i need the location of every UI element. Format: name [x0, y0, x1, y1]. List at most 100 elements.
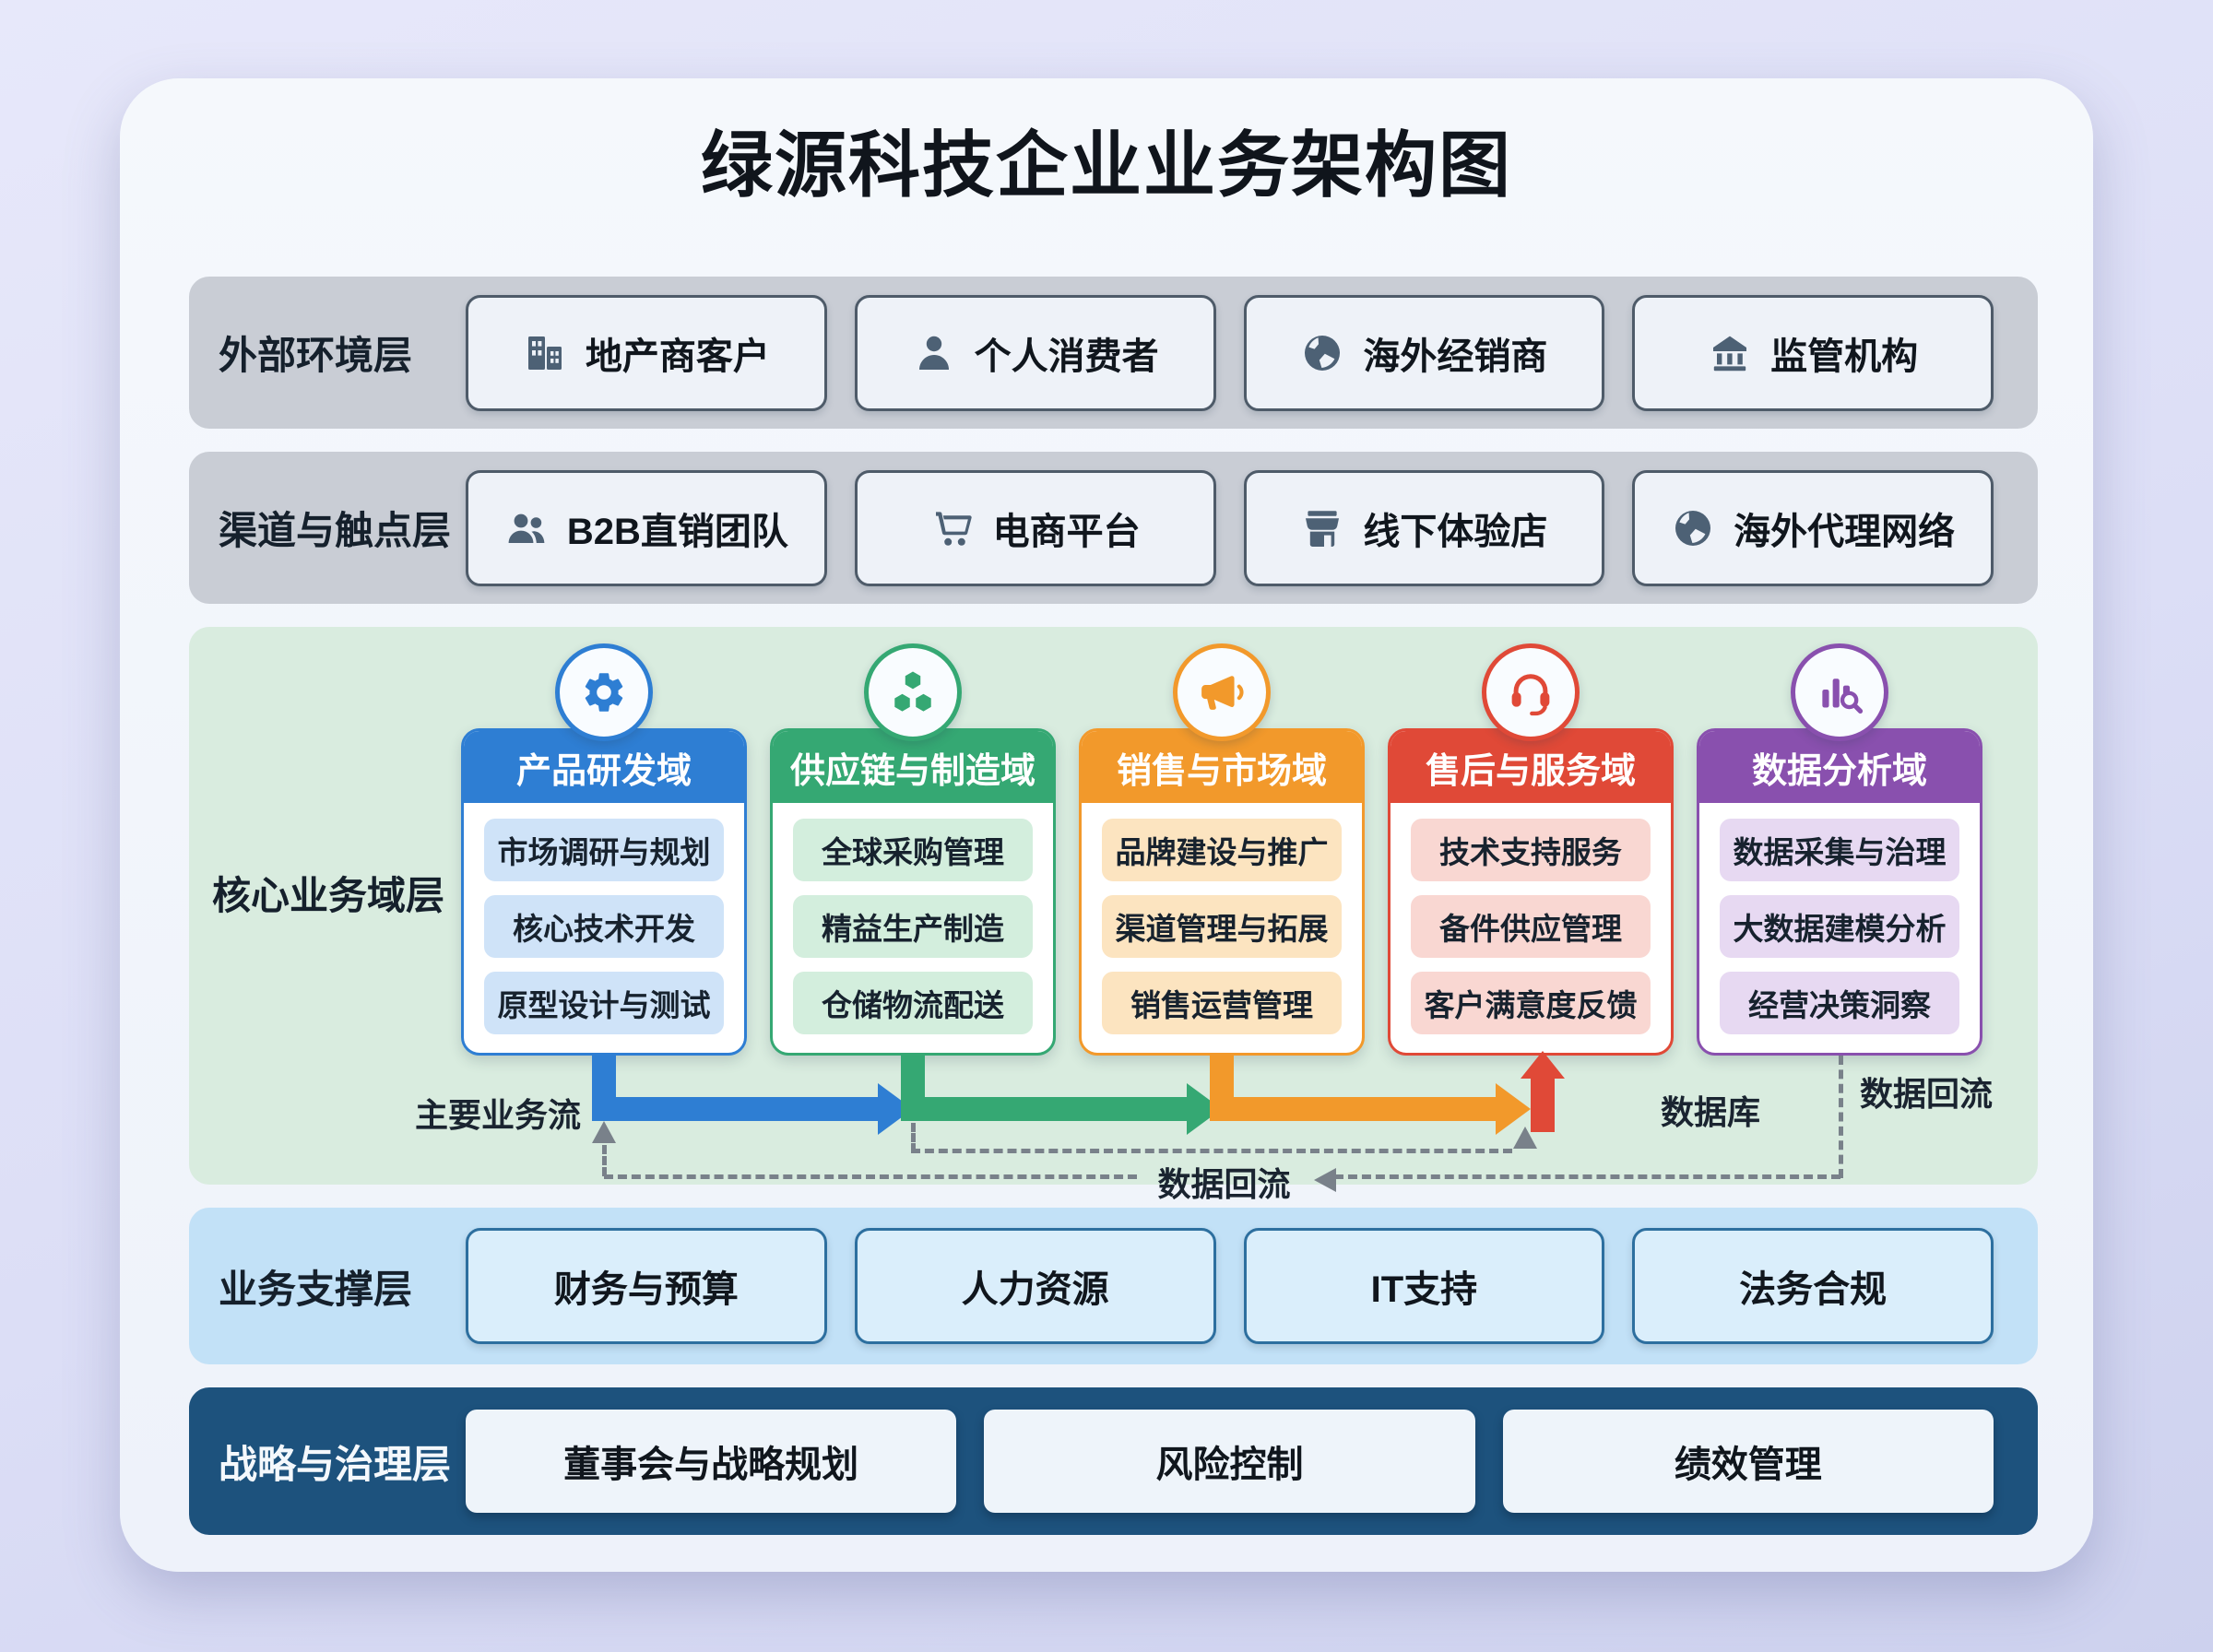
- layer-business-support: 业务支撑层 财务与预算 人力资源 IT支持 法务合规: [189, 1208, 2038, 1364]
- node-legal-compliance[interactable]: 法务合规: [1632, 1228, 1994, 1344]
- node-regulators[interactable]: 监管机构: [1632, 294, 1994, 411]
- domain-after-sales-service: 售后与服务域 技术支持服务 备件供应管理 客户满意度反馈: [1388, 627, 1674, 1185]
- domain-item[interactable]: 仓储物流配送: [793, 972, 1033, 1034]
- domain-item[interactable]: 大数据建模分析: [1720, 895, 1959, 958]
- domain-title: 售后与服务域: [1391, 731, 1671, 803]
- dashed-backflow-vertical-left: [602, 1145, 607, 1176]
- domain-item[interactable]: 销售运营管理: [1102, 972, 1342, 1034]
- node-risk-control[interactable]: 风险控制: [984, 1410, 1475, 1513]
- building-icon: [523, 331, 567, 375]
- layer-strategy-label: 战略与治理层: [219, 1442, 452, 1486]
- layer-strategy-items: 董事会与战略规划 风险控制 绩效管理: [466, 1410, 2038, 1513]
- dashed-up-arrowhead-database: [1513, 1127, 1537, 1149]
- people-icon: [504, 506, 549, 550]
- domain-item[interactable]: 原型设计与测试: [484, 972, 724, 1034]
- node-overseas-agent-network[interactable]: 海外代理网络: [1632, 469, 1994, 586]
- bank-icon: [1708, 331, 1752, 375]
- storefront-icon: [1300, 506, 1344, 550]
- node-finance-budget[interactable]: 财务与预算: [466, 1228, 827, 1344]
- chart-search-icon: [1791, 643, 1888, 741]
- main-flow-arrow-blue-horizontal: [592, 1097, 878, 1121]
- globe-icon: [1300, 331, 1344, 375]
- node-overseas-distributors[interactable]: 海外经销商: [1243, 294, 1605, 411]
- main-flow-arrow-green-horizontal: [901, 1097, 1187, 1121]
- layer-external-environment: 外部环境层 地产商客户 个人消费者 海外经销商 监管机构: [189, 277, 2038, 429]
- node-offline-experience-store[interactable]: 线下体验店: [1243, 469, 1605, 586]
- node-performance-management[interactable]: 绩效管理: [1502, 1410, 1994, 1513]
- cart-icon: [930, 506, 975, 550]
- red-up-arrowhead: [1521, 1051, 1565, 1079]
- red-up-arrow-shaft: [1531, 1079, 1555, 1132]
- node-label: 法务合规: [1739, 1269, 1888, 1310]
- boxes-icon: [864, 643, 962, 741]
- node-label: 海外经销商: [1363, 336, 1548, 377]
- domain-product-rd-card[interactable]: 产品研发域 市场调研与规划 核心技术开发 原型设计与测试: [461, 728, 747, 1056]
- domain-data-analytics-card[interactable]: 数据分析域 数据采集与治理 大数据建模分析 经营决策洞察: [1697, 728, 1982, 1056]
- node-label: 电商平台: [992, 511, 1141, 552]
- dashed-backflow-line-right: [1334, 1174, 1840, 1179]
- globe-icon: [1671, 506, 1715, 550]
- domain-item[interactable]: 核心技术开发: [484, 895, 724, 958]
- layer-channel-touchpoint: 渠道与触点层 B2B直销团队 电商平台 线下体验店 海外代理网络: [189, 452, 2038, 604]
- layer-support-label: 业务支撑层: [219, 1267, 413, 1311]
- domain-item[interactable]: 市场调研与规划: [484, 819, 724, 881]
- node-label: 海外代理网络: [1734, 511, 1956, 552]
- dashed-left-arrowhead-backflow: [1314, 1168, 1336, 1192]
- domain-item[interactable]: 全球采购管理: [793, 819, 1033, 881]
- domain-supply-chain-card[interactable]: 供应链与制造域 全球采购管理 精益生产制造 仓储物流配送: [770, 728, 1056, 1056]
- node-label: 地产商客户: [585, 336, 770, 377]
- node-label: 人力资源: [961, 1269, 1109, 1310]
- dashed-database-stub: [911, 1123, 916, 1152]
- node-label: 个人消费者: [974, 336, 1159, 377]
- domain-title: 供应链与制造域: [773, 731, 1053, 803]
- layer-support-items: 财务与预算 人力资源 IT支持 法务合规: [466, 1228, 2038, 1344]
- node-b2b-sales-team[interactable]: B2B直销团队: [466, 469, 827, 586]
- domain-item[interactable]: 精益生产制造: [793, 895, 1033, 958]
- domain-after-sales-card[interactable]: 售后与服务域 技术支持服务 备件供应管理 客户满意度反馈: [1388, 728, 1674, 1056]
- database-label: 数据库: [1660, 1093, 1760, 1131]
- node-label: B2B直销团队: [566, 511, 788, 552]
- layer-core-label: 核心业务域层: [212, 874, 445, 917]
- layer-core-business-domains: 核心业务域层 产品研发域 市场调研与规划 核心技术开发 原型设计与测试 供应链与…: [189, 627, 2038, 1203]
- person-icon: [912, 331, 956, 375]
- node-label: 风险控制: [1155, 1445, 1304, 1485]
- headset-icon: [1482, 643, 1580, 741]
- domain-items: 品牌建设与推广 渠道管理与拓展 销售运营管理: [1082, 803, 1362, 1034]
- domain-item[interactable]: 经营决策洞察: [1720, 972, 1959, 1034]
- layer-external-label: 外部环境层: [219, 334, 413, 377]
- domain-items: 技术支持服务 备件供应管理 客户满意度反馈: [1391, 803, 1671, 1034]
- megaphone-icon: [1173, 643, 1271, 741]
- node-label: 财务与预算: [553, 1269, 739, 1310]
- domain-title: 数据分析域: [1699, 731, 1980, 803]
- dashed-database-line: [911, 1149, 1512, 1153]
- domain-item[interactable]: 品牌建设与推广: [1102, 819, 1342, 881]
- node-it-support[interactable]: IT支持: [1243, 1228, 1605, 1344]
- node-realestate-clients[interactable]: 地产商客户: [466, 294, 827, 411]
- domain-items: 数据采集与治理 大数据建模分析 经营决策洞察: [1699, 803, 1980, 1034]
- node-human-resources[interactable]: 人力资源: [854, 1228, 1216, 1344]
- layer-strategy-governance: 战略与治理层 董事会与战略规划 风险控制 绩效管理: [189, 1387, 2038, 1535]
- domain-title: 销售与市场域: [1082, 731, 1362, 803]
- main-flow-arrow-orange-horizontal: [1210, 1097, 1496, 1121]
- layer-channel-label: 渠道与触点层: [219, 509, 452, 552]
- node-label: 监管机构: [1770, 336, 1919, 377]
- gear-icon: [555, 643, 653, 741]
- data-backflow-label-mid: 数据回流: [1157, 1165, 1291, 1203]
- domain-item[interactable]: 数据采集与治理: [1720, 819, 1959, 881]
- domain-item[interactable]: 备件供应管理: [1411, 895, 1651, 958]
- domain-sales-marketing-card[interactable]: 销售与市场域 品牌建设与推广 渠道管理与拓展 销售运营管理: [1079, 728, 1365, 1056]
- node-board-strategy-planning[interactable]: 董事会与战略规划: [466, 1410, 957, 1513]
- node-label: 线下体验店: [1363, 511, 1548, 552]
- node-ecommerce-platform[interactable]: 电商平台: [854, 469, 1216, 586]
- main-flow-arrowhead-orange: [1496, 1083, 1531, 1135]
- domain-title: 产品研发域: [464, 731, 744, 803]
- domain-item[interactable]: 客户满意度反馈: [1411, 972, 1651, 1034]
- domain-product-rd: 产品研发域 市场调研与规划 核心技术开发 原型设计与测试: [461, 627, 747, 1185]
- domain-sales-marketing: 销售与市场域 品牌建设与推广 渠道管理与拓展 销售运营管理: [1079, 627, 1365, 1185]
- domain-item[interactable]: 技术支持服务: [1411, 819, 1651, 881]
- domain-item[interactable]: 渠道管理与拓展: [1102, 895, 1342, 958]
- node-label: IT支持: [1370, 1269, 1478, 1310]
- domain-items: 市场调研与规划 核心技术开发 原型设计与测试: [464, 803, 744, 1034]
- node-individual-consumers[interactable]: 个人消费者: [854, 294, 1216, 411]
- layer-channel-items: B2B直销团队 电商平台 线下体验店 海外代理网络: [466, 469, 2038, 586]
